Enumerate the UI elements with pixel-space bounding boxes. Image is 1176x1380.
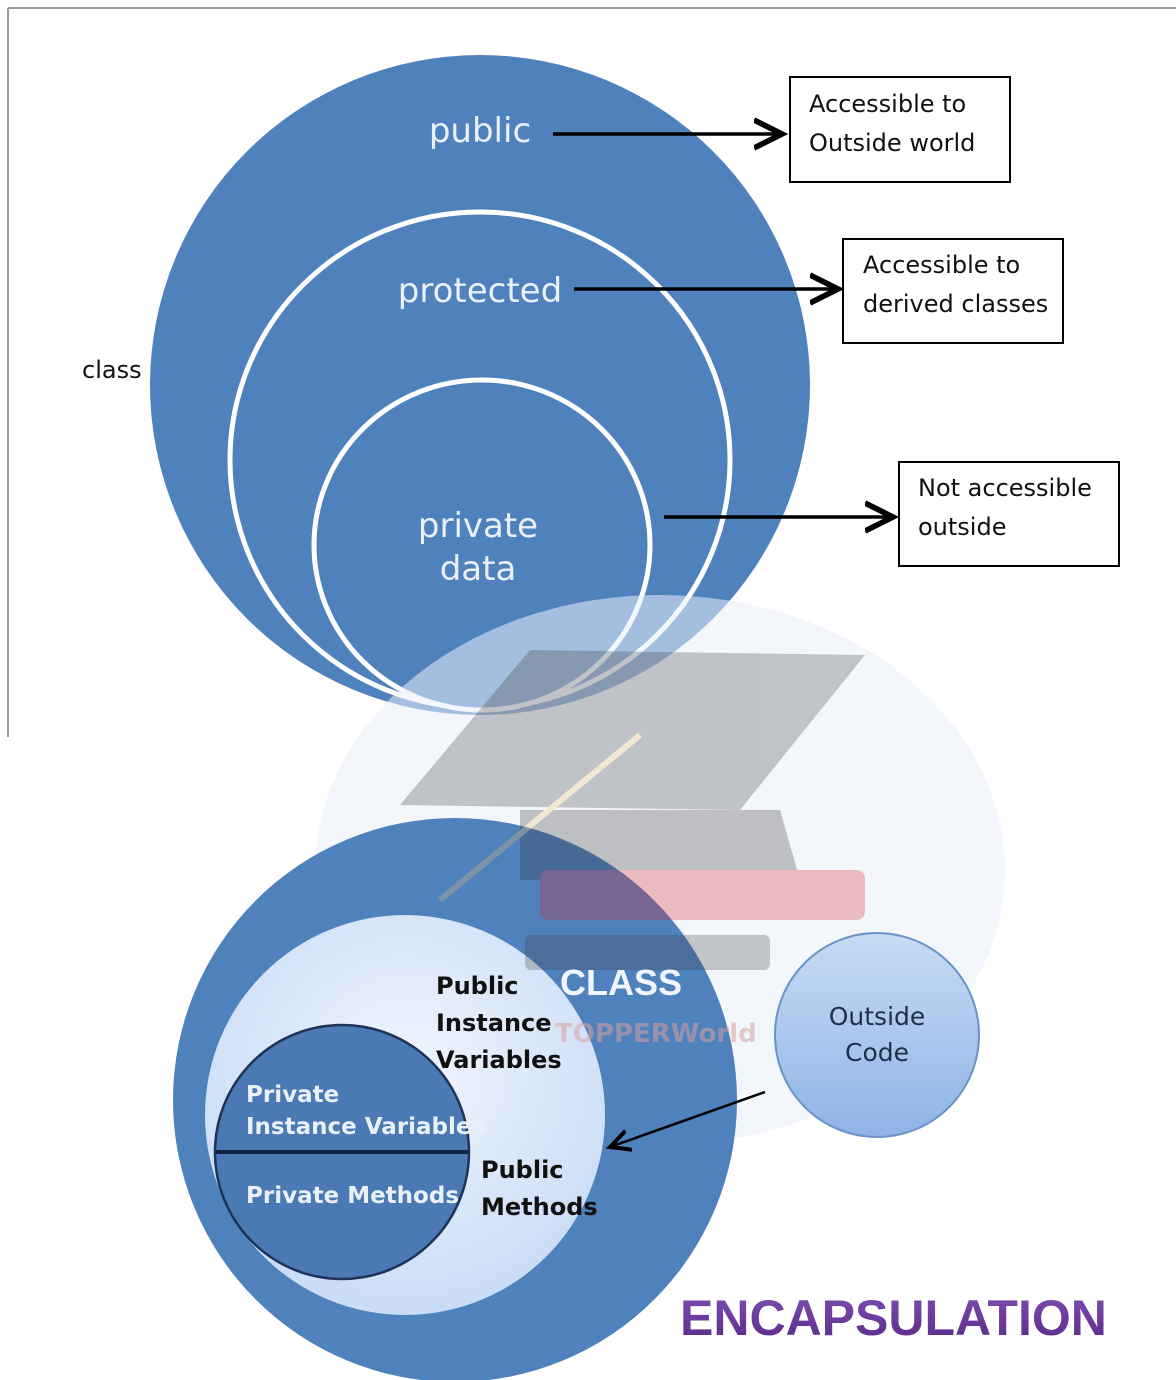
top-diagram: class public protected private data Acce… <box>7 7 1176 737</box>
public-access-box: Accessible to Outside world <box>789 76 1011 183</box>
public-methods-line2: Methods <box>481 1193 598 1221</box>
encapsulation-title: ENCAPSULATION <box>680 1290 1107 1346</box>
protected-box-line2: derived classes <box>863 290 1048 318</box>
private-methods-label: Private Methods <box>246 1183 459 1209</box>
class-label: class <box>82 356 142 384</box>
outside-code-line1: Outside <box>829 1002 926 1031</box>
public-vars-line1: Public <box>436 972 519 1000</box>
public-vars-line2: Instance <box>436 1009 552 1037</box>
private-box-line1: Not accessible <box>918 474 1092 502</box>
private-access-box: Not accessible outside <box>898 461 1120 567</box>
public-box-line2: Outside world <box>809 129 975 157</box>
protected-box-line1: Accessible to <box>863 251 1020 279</box>
private-vars-line1: Private <box>246 1082 339 1108</box>
private-label-line1: private <box>418 506 538 546</box>
private-label-line2: data <box>440 549 517 589</box>
private-vars-line2: Instance Variables <box>246 1114 485 1140</box>
outside-access-arrow <box>610 1090 766 1147</box>
protected-access-box: Accessible to derived classes <box>842 238 1064 344</box>
watermark-cap-icon <box>400 650 865 970</box>
private-box-line2: outside <box>918 513 1006 541</box>
outside-code-line2: Code <box>845 1038 909 1067</box>
bottom-diagram: TOPPERWorld CLASS Public Instance Variab… <box>173 595 1107 1380</box>
class-title: CLASS <box>560 962 682 1003</box>
outside-code-circle <box>774 932 980 1138</box>
public-box-line1: Accessible to <box>809 90 966 118</box>
public-vars-line3: Variables <box>436 1046 562 1074</box>
watermark-text: TOPPERWorld <box>555 1019 757 1049</box>
public-methods-line1: Public <box>481 1156 564 1184</box>
public-label: public <box>429 111 531 151</box>
protected-label: protected <box>398 271 562 311</box>
